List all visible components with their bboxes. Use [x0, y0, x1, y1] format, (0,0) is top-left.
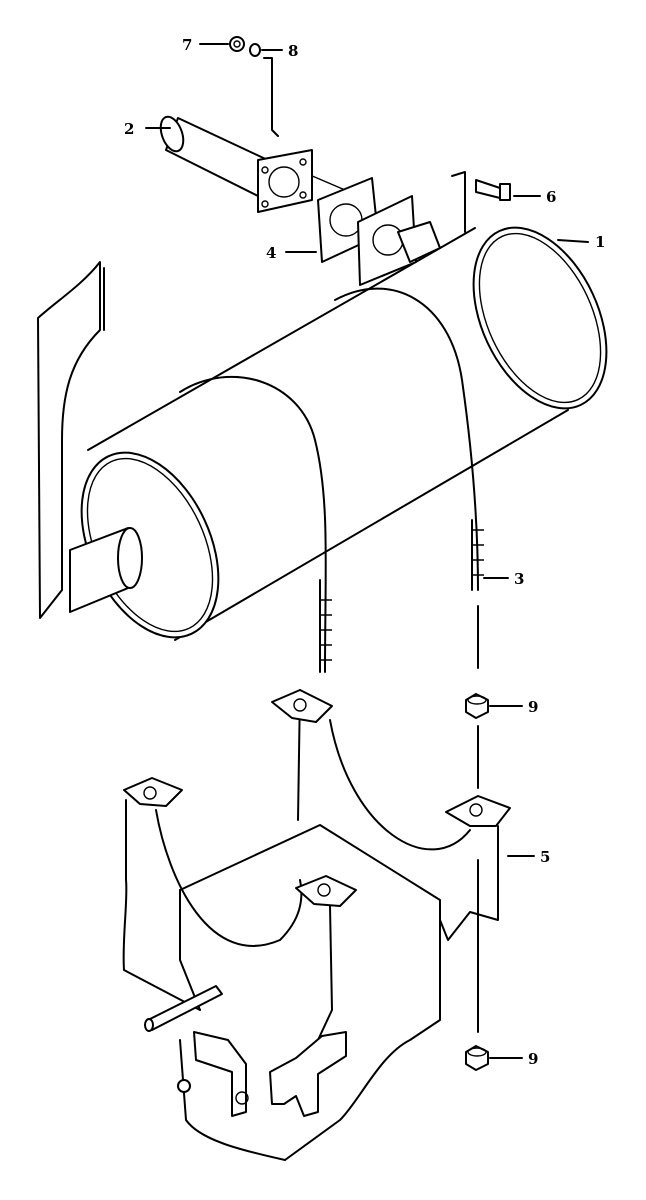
- callout-8: 8: [261, 42, 298, 60]
- callout-4-label: 4: [266, 244, 276, 262]
- inlet-pipe: [159, 115, 346, 197]
- callout-5-label: 5: [540, 848, 550, 866]
- support-rod: [144, 985, 223, 1032]
- callout-9-lower-label: 9: [528, 1050, 538, 1068]
- muffler-body: [69, 226, 608, 641]
- callout-3: 3: [483, 570, 524, 588]
- callout-6-label: 6: [546, 188, 556, 206]
- callout-9-upper: 9: [489, 698, 538, 716]
- tailpipe-elbow: [37, 261, 105, 619]
- flange-muffler: [357, 195, 441, 286]
- callout-2: 2: [124, 120, 171, 138]
- callout-8-label: 8: [288, 42, 298, 60]
- bolt: [451, 171, 511, 233]
- callout-2-label: 2: [124, 120, 134, 138]
- nut-lower: [465, 1045, 489, 1071]
- callout-1: 1: [557, 233, 605, 251]
- nut-and-washer: [229, 36, 279, 137]
- mounting-bracket: [122, 689, 511, 1161]
- callout-7-label: 7: [182, 36, 192, 54]
- callout-1-label: 1: [595, 233, 605, 251]
- callout-9-upper-label: 9: [528, 698, 538, 716]
- flange-pipe: [257, 149, 313, 213]
- callout-3-label: 3: [514, 570, 524, 588]
- callout-9-lower: 9: [489, 1050, 538, 1068]
- callout-7: 7: [182, 36, 229, 54]
- band-clamp-right: [334, 287, 484, 591]
- nut-upper: [465, 693, 489, 719]
- band-clamp-left: [179, 376, 332, 673]
- callout-5: 5: [507, 848, 550, 866]
- callout-4: 4: [266, 244, 317, 262]
- callout-6: 6: [513, 188, 556, 206]
